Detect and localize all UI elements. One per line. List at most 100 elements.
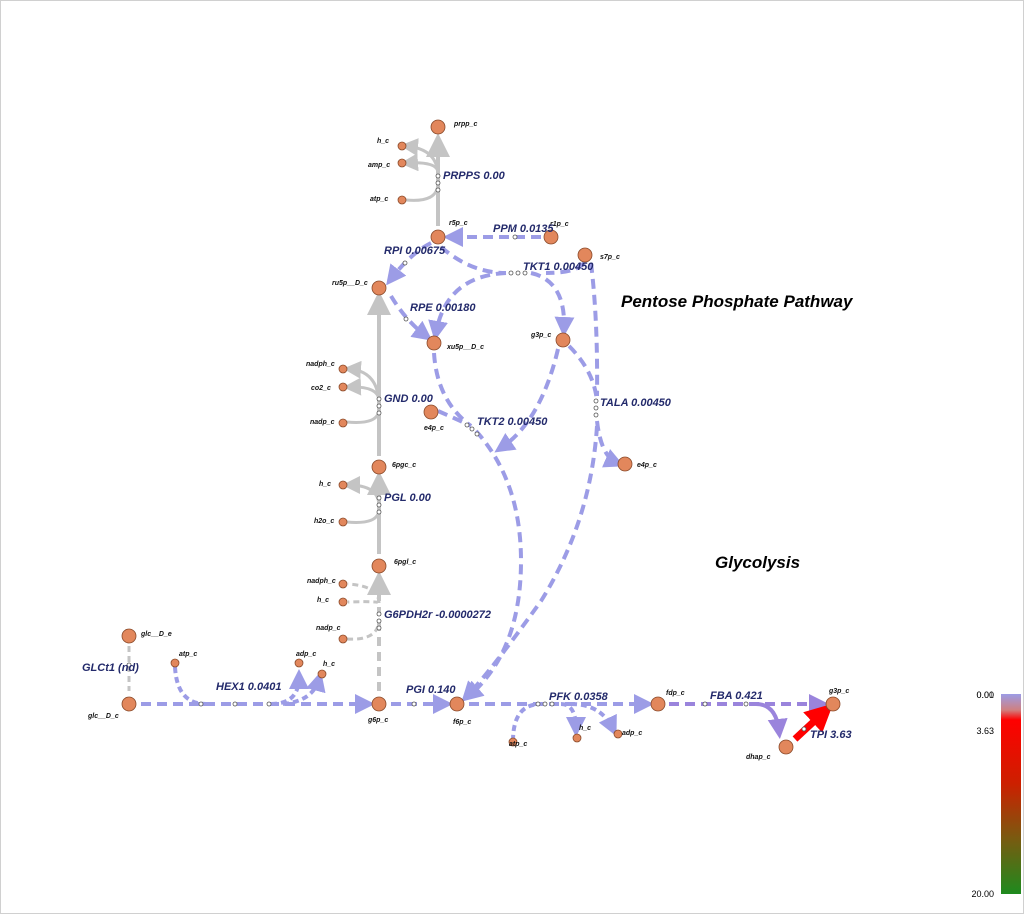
metabolite-label: h_c xyxy=(579,725,591,732)
edge-tkt1-r5p[interactable] xyxy=(439,245,507,275)
node-dhap[interactable] xyxy=(778,739,794,755)
edge-tala-e4p[interactable] xyxy=(595,420,625,468)
reaction-label-rpe[interactable]: RPE 0.00180 xyxy=(410,302,476,314)
reaction-label-tkt2[interactable]: TKT2 0.00450 xyxy=(477,416,548,428)
node-g6p[interactable] xyxy=(371,696,387,712)
metabolite-label: h_c xyxy=(377,138,389,145)
reaction-label-glct1[interactable]: GLCt1 (nd) xyxy=(82,662,139,674)
node-nadph-g6pdh[interactable] xyxy=(338,579,348,589)
metabolite-label: atp_c xyxy=(370,196,388,203)
edge-g6pdh-nadph[interactable] xyxy=(347,582,381,604)
scale-tick-label: 20.00 xyxy=(971,889,994,899)
node-nadph-gnd[interactable] xyxy=(338,364,348,374)
reaction-label-pgl[interactable]: PGL 0.00 xyxy=(384,492,432,504)
edge-gnd-co2[interactable] xyxy=(343,377,381,402)
metabolite-label: fdp_c xyxy=(666,690,685,697)
edge-pgl-h2o[interactable] xyxy=(346,508,381,524)
edge-tala-s7p[interactable] xyxy=(589,262,600,397)
edge-rpi[interactable] xyxy=(386,241,432,286)
node-s7p[interactable] xyxy=(577,247,593,263)
node-g3p-ppp[interactable] xyxy=(555,332,571,348)
edge-pfk-adp[interactable] xyxy=(570,702,617,737)
node-f6p[interactable] xyxy=(449,696,465,712)
edge-tkt2-f6p[interactable] xyxy=(462,429,524,702)
reaction-label-hex1[interactable]: HEX1 0.0401 xyxy=(216,681,281,693)
node-prpp[interactable] xyxy=(430,119,446,135)
node-h-pfk[interactable] xyxy=(572,733,582,743)
edge-rpe[interactable] xyxy=(389,294,433,341)
edge-pgl-h[interactable] xyxy=(342,476,381,507)
edge-pfk-h[interactable] xyxy=(560,702,586,737)
node-atp-prpps[interactable] xyxy=(397,195,407,205)
node-co2[interactable] xyxy=(338,382,348,392)
metabolite-label: atp_c xyxy=(179,651,197,658)
node-glc-e[interactable] xyxy=(121,628,137,644)
node-h-pgl[interactable] xyxy=(338,480,348,490)
node-adp-pfk[interactable] xyxy=(613,729,623,739)
edge-prpps-atp[interactable] xyxy=(405,182,440,202)
metabolite-label: nadph_c xyxy=(306,361,335,368)
reaction-label-tala[interactable]: TALA 0.00450 xyxy=(600,397,672,409)
edge-prpps-h[interactable] xyxy=(400,138,440,177)
node-e4p-tkt2[interactable] xyxy=(423,404,439,420)
edge-hex1-adp[interactable] xyxy=(270,669,309,706)
reaction-label-prpps[interactable]: PRPPS 0.00 xyxy=(443,170,506,182)
metabolite-label: s7p_c xyxy=(600,254,620,261)
edge-tala-f6p[interactable] xyxy=(461,425,599,702)
node-adp-hex1[interactable] xyxy=(294,658,304,668)
node-6pgc[interactable] xyxy=(371,459,387,475)
region-label-ppp: Pentose Phosphate Pathway xyxy=(621,292,854,311)
edge-hex1-h[interactable] xyxy=(282,671,326,706)
node-r5p[interactable] xyxy=(430,229,446,245)
metabolite-label: 6pgc_c xyxy=(392,462,416,469)
node-6pgl[interactable] xyxy=(371,558,387,574)
node-atp-hex1[interactable] xyxy=(170,658,180,668)
node-xu5p[interactable] xyxy=(426,335,442,351)
node-h-g6pdh[interactable] xyxy=(338,597,348,607)
reaction-label-tkt1[interactable]: TKT1 0.00450 xyxy=(523,261,594,273)
reaction-label-gnd[interactable]: GND 0.00 xyxy=(384,393,434,405)
edge-tkt1-xu5p[interactable] xyxy=(428,271,507,341)
metabolite-label: glc__D_e xyxy=(140,631,172,638)
reaction-label-g6pdh2r[interactable]: G6PDH2r -0.0000272 xyxy=(384,609,491,621)
metabolite-label: co2_c xyxy=(311,385,331,392)
edge-g6pdh-h[interactable] xyxy=(347,600,381,605)
edge-tkt2-xu5p[interactable] xyxy=(432,352,473,428)
node-amp[interactable] xyxy=(397,158,407,168)
reaction-label-pfk[interactable]: PFK 0.0358 xyxy=(549,691,609,703)
node-g3p-glyc[interactable] xyxy=(825,696,841,712)
edge-pfk-atp[interactable] xyxy=(511,702,542,742)
node-h2o[interactable] xyxy=(338,517,348,527)
edge-hex1-atp[interactable] xyxy=(173,666,207,706)
node-glc-c[interactable] xyxy=(121,696,137,712)
metabolite-nodes xyxy=(121,119,841,755)
reaction-label-ppm[interactable]: PPM 0.0135 xyxy=(493,223,554,235)
reaction-label-fba[interactable]: FBA 0.421 xyxy=(710,690,763,702)
reaction-label-tpi[interactable]: TPI 3.63 xyxy=(810,729,852,741)
edge-fba-dhap[interactable] xyxy=(755,702,788,739)
node-h-hex1[interactable] xyxy=(317,669,327,679)
edge-tkt2-g3p[interactable] xyxy=(494,348,560,453)
edge-g6pdh-nadp[interactable] xyxy=(346,618,381,641)
node-h-prpps[interactable] xyxy=(397,141,407,151)
edge-tala-g3p[interactable] xyxy=(567,344,599,402)
metabolite-label: f6p_c xyxy=(453,719,471,726)
scale-tick-label: 3.63 xyxy=(976,726,994,736)
node-e4p-tala[interactable] xyxy=(617,456,633,472)
edge-tpi[interactable] xyxy=(792,703,834,742)
node-nadp-g6pdh[interactable] xyxy=(338,634,348,644)
node-r1p[interactable] xyxy=(543,229,559,245)
color-scale-bar xyxy=(1001,694,1021,894)
edge-tkt1-g3p[interactable] xyxy=(530,271,575,337)
edge-tkt1-s7p[interactable] xyxy=(545,261,586,275)
node-nadp-gnd[interactable] xyxy=(338,418,348,428)
reaction-label-rpi[interactable]: RPI 0.00675 xyxy=(384,245,446,257)
reaction-label-pgi[interactable]: PGI 0.140 xyxy=(406,684,456,696)
metabolite-label: nadp_c xyxy=(310,419,335,426)
node-ru5p[interactable] xyxy=(371,280,387,296)
edge-prpps-amp[interactable] xyxy=(400,153,440,174)
node-atp-pfk[interactable] xyxy=(508,737,518,747)
node-fdp[interactable] xyxy=(650,696,666,712)
edge-gnd-nadp[interactable] xyxy=(346,408,381,424)
high-flux-edges xyxy=(669,694,834,742)
